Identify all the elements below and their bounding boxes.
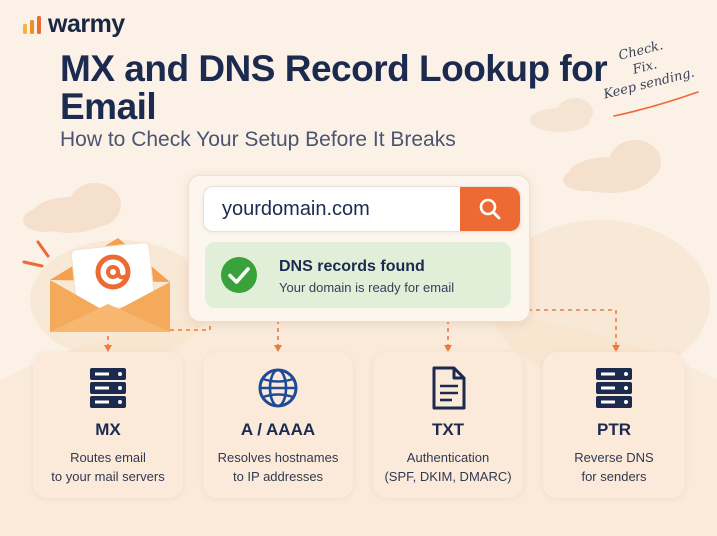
record-desc-line-1: Routes email <box>70 450 146 465</box>
brand-name: warmy <box>48 10 125 38</box>
record-card-mx: MX Routes email to your mail servers <box>33 352 183 498</box>
search-button[interactable] <box>460 187 520 231</box>
record-description: Routes email to your mail servers <box>33 448 183 486</box>
record-card-ptr: PTR Reverse DNS for senders <box>543 352 685 498</box>
document-icon <box>432 366 466 410</box>
record-desc-line-2: for senders <box>581 469 647 484</box>
server-icon <box>596 368 632 408</box>
record-title: TXT <box>431 420 465 439</box>
record-title: A / AAAA <box>240 420 316 439</box>
record-desc-line-1: Authentication <box>406 450 490 465</box>
record-description: Resolves hostnames to IP addresses <box>203 448 353 486</box>
record-desc-line-2: (SPF, DKIM, DMARC) <box>384 469 512 484</box>
status-title: DNS records found <box>279 258 425 275</box>
record-description: Authentication (SPF, DKIM, DMARC) <box>373 448 523 486</box>
envelope-at-icon <box>22 238 170 332</box>
record-card-a-aaaa: A / AAAA Resolves hostnames to IP addres… <box>203 352 353 498</box>
record-title: PTR <box>597 420 631 439</box>
record-desc-line-1: Reverse DNS <box>574 450 654 465</box>
check-circle-icon <box>221 257 257 293</box>
record-card-txt: TXT Authentication (SPF, DKIM, DMARC) <box>373 352 523 498</box>
dns-lookup-card: DNS records found Your domain is ready f… <box>188 175 530 322</box>
handnote-underline <box>613 91 699 117</box>
brand-logo: warmy <box>22 10 125 39</box>
record-desc-line-2: to IP addresses <box>232 469 324 484</box>
page-subtitle: How to Check Your Setup Before It Breaks <box>60 128 456 151</box>
record-title: MX <box>95 420 121 439</box>
search-icon <box>479 198 501 220</box>
record-desc-line-2: to your mail servers <box>51 469 165 484</box>
server-icon <box>90 368 126 408</box>
record-desc-line-1: Resolves hostnames <box>217 450 339 465</box>
page-title: MX and DNS Record Lookup for Email <box>60 48 608 127</box>
warmy-logo-icon <box>23 15 41 34</box>
record-description: Reverse DNS for senders <box>543 448 685 486</box>
status-subtitle: Your domain is ready for email <box>279 280 455 295</box>
globe-icon <box>258 368 298 408</box>
domain-search-box <box>203 186 521 232</box>
status-panel: DNS records found Your domain is ready f… <box>205 242 511 308</box>
domain-input[interactable] <box>204 187 454 231</box>
